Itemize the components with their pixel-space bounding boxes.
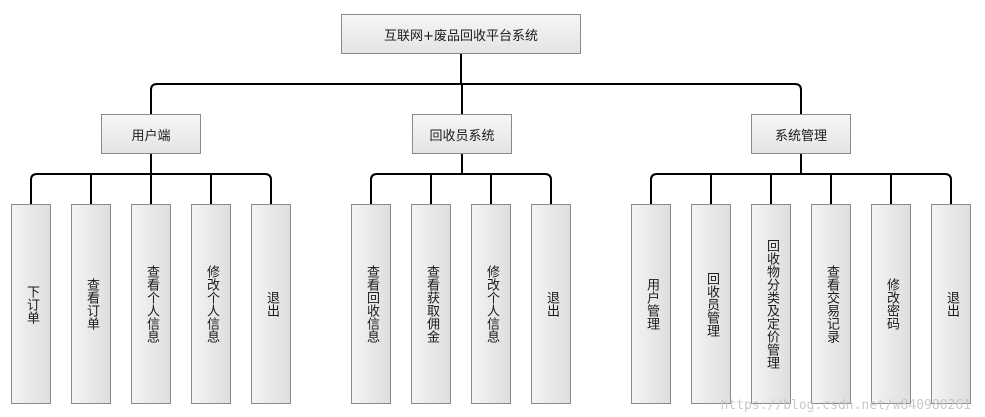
branch-collector-label: 回收员系统 [429,128,495,144]
branch-user-node: 用户端 [101,114,201,154]
leaf-node: 用户管理 [631,204,671,404]
watermark: https://blog.csdn.net/w840980261 [720,398,971,413]
leaf-node: 修改个人信息 [471,204,511,404]
leaf-label: 下订单 [24,284,39,324]
branch-admin-node: 系统管理 [751,114,851,154]
leaf-node: 下订单 [11,204,51,404]
admin-connector-bar [650,173,952,204]
leaf-label: 查看订单 [84,278,99,330]
leaf-label: 退出 [544,291,559,317]
branch-collector-node: 回收员系统 [412,114,512,154]
leaf-node: 退出 [251,204,291,404]
leaf-label: 修改个人信息 [484,265,499,343]
leaf-label: 查看个人信息 [144,265,159,343]
leaf-node: 回收员管理 [691,204,731,404]
leaf-node: 回收物分类及定价管理 [751,204,791,404]
leaf-label: 修改个人信息 [204,265,219,343]
leaf-label: 回收员管理 [704,271,719,337]
leaf-label: 查看获取佣金 [424,265,439,343]
leaf-label: 修改密码 [884,278,899,330]
leaf-node: 修改密码 [871,204,911,404]
leaf-label: 退出 [944,291,959,317]
leaf-node: 退出 [931,204,971,404]
leaf-node: 查看交易记录 [811,204,851,404]
leaf-label: 查看交易记录 [824,265,839,343]
leaf-node: 查看回收信息 [351,204,391,404]
leaf-label: 退出 [264,291,279,317]
leaf-label: 查看回收信息 [364,265,379,343]
leaf-node: 查看个人信息 [131,204,171,404]
collector-connector-bar [370,173,552,204]
leaf-node: 退出 [531,204,571,404]
leaf-node: 查看获取佣金 [411,204,451,404]
leaf-node: 查看订单 [71,204,111,404]
leaf-label: 用户管理 [644,278,659,330]
root-label: 互联网+废品回收平台系统 [384,28,538,44]
leaf-label: 回收物分类及定价管理 [764,239,779,369]
root-node: 互联网+废品回收平台系统 [341,14,581,54]
root-connector-bar [150,83,802,114]
branch-user-label: 用户端 [131,128,171,144]
leaf-node: 修改个人信息 [191,204,231,404]
branch-admin-label: 系统管理 [774,128,827,144]
